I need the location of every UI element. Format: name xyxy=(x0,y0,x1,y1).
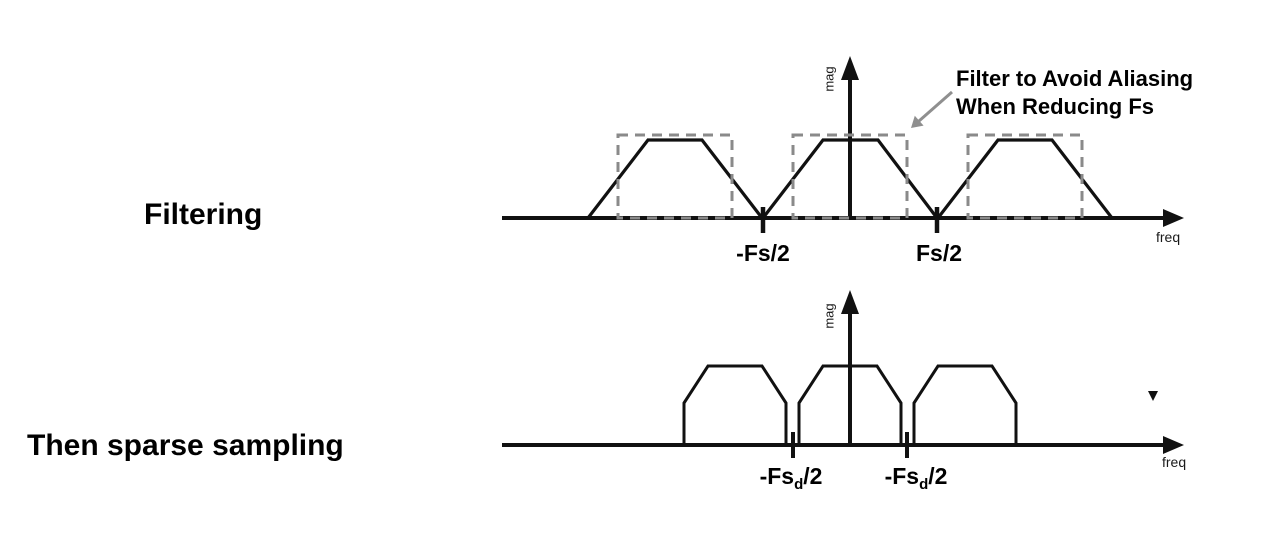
tick-pos-prefix: -Fs xyxy=(884,463,920,489)
top-tick-label-pos: Fs/2 xyxy=(915,240,963,266)
filtering-spectrum-diagram xyxy=(502,56,1184,233)
annotation-line-2: When Reducing Fs xyxy=(956,94,1154,119)
aliasing-annotation: Filter to Avoid Aliasing When Reducing F… xyxy=(956,65,1193,121)
annotation-arrowhead-icon xyxy=(911,115,924,128)
top-y-axis-label: mag xyxy=(821,66,837,92)
tick-neg-subscript: d xyxy=(794,476,804,493)
filter-box-center xyxy=(791,133,909,220)
annotation-line-1: Filter to Avoid Aliasing xyxy=(956,66,1194,91)
tick-pos-suffix: /2 xyxy=(928,463,948,489)
tick-neg-prefix: -Fs xyxy=(759,463,795,489)
y-axis-arrowhead-icon xyxy=(841,56,859,80)
spectrum-replica-right xyxy=(936,138,1114,219)
bottom-y-axis-label: mag xyxy=(821,303,837,329)
filter-box-left xyxy=(616,133,734,220)
tick-neg-suffix: /2 xyxy=(803,463,823,489)
bottom-tick-label-neg: -Fsd/2 xyxy=(731,463,851,493)
top-tick-label-neg: -Fs/2 xyxy=(736,240,790,266)
bottom-tick-label-pos: -Fsd/2 xyxy=(856,463,976,493)
filtered-replica-left xyxy=(682,364,788,445)
x-axis-arrowhead-icon xyxy=(1163,436,1184,454)
down-triangle-marker-icon xyxy=(1148,391,1158,401)
top-x-axis-label: freq xyxy=(1156,229,1181,245)
tick-pos-subscript: d xyxy=(919,476,929,493)
filter-box-right xyxy=(966,133,1084,220)
spectrum-replica-left xyxy=(586,138,764,219)
filtered-replica-right xyxy=(912,364,1018,445)
filtering-label: Filtering xyxy=(144,198,263,231)
sparse-sampling-spectrum-diagram xyxy=(502,290,1184,458)
filtered-replica-center xyxy=(797,364,903,445)
y-axis-arrowhead-icon xyxy=(841,290,859,314)
sparse-sampling-label: Then sparse sampling xyxy=(27,429,344,462)
bottom-x-axis-label: freq xyxy=(1162,454,1187,470)
annotation-arrow-line xyxy=(918,90,953,123)
x-axis-arrowhead-icon xyxy=(1163,209,1184,227)
